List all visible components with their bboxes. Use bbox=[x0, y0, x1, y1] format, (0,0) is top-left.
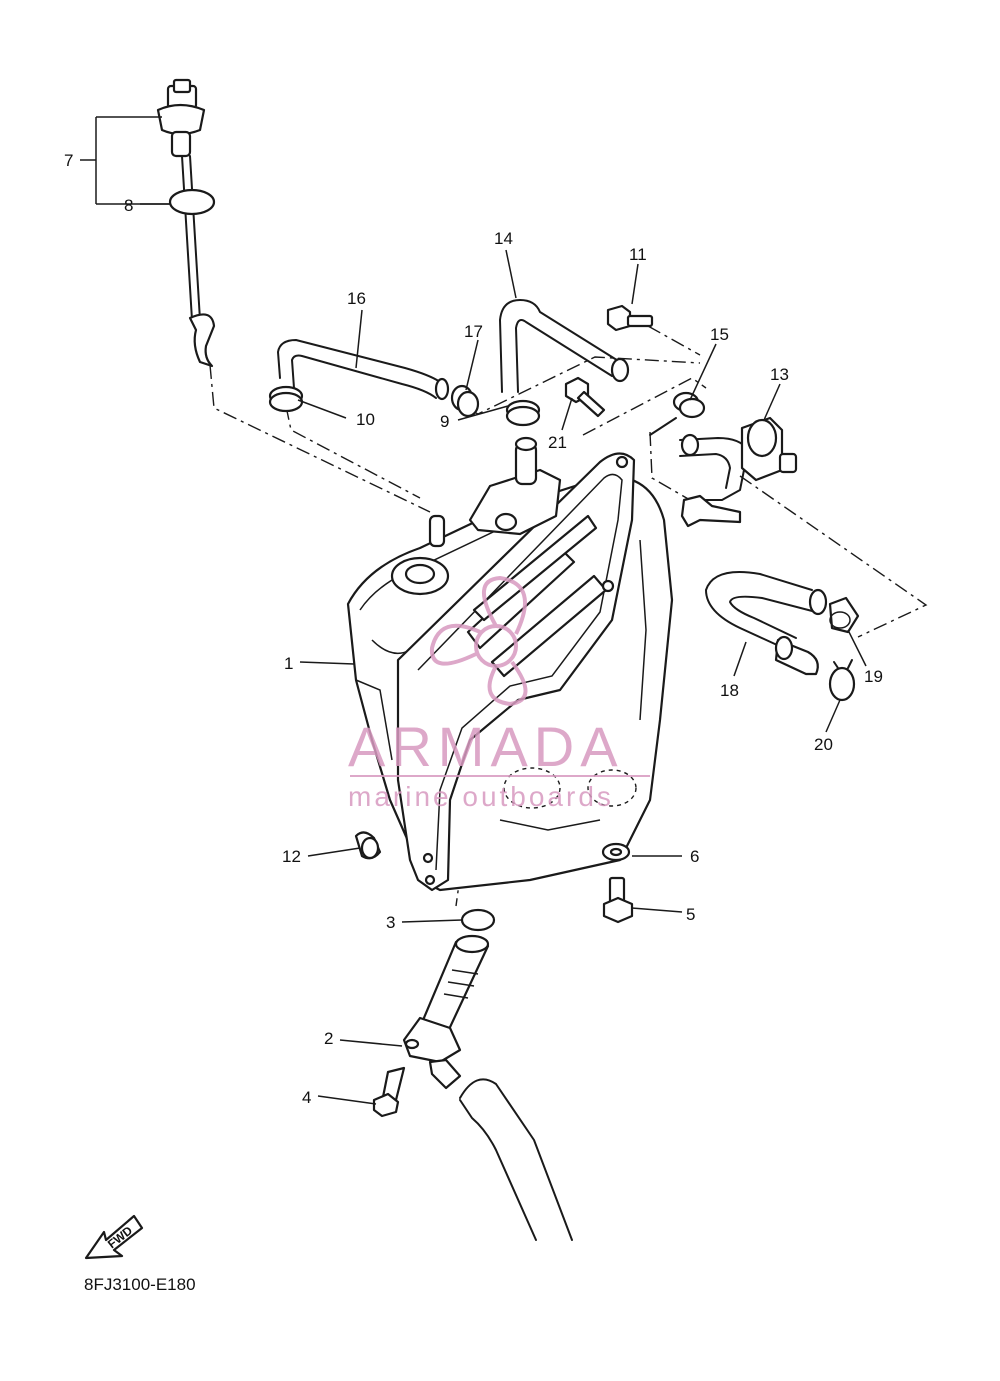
label-part-4: 4 bbox=[302, 1088, 311, 1107]
label-part-14: 14 bbox=[494, 229, 513, 248]
label-part-5: 5 bbox=[686, 905, 695, 924]
armada-watermark: ARMADA marine outboards bbox=[348, 575, 650, 812]
leader-lines bbox=[80, 116, 867, 1105]
hose-part-14 bbox=[499, 299, 630, 393]
label-part-2: 2 bbox=[324, 1029, 333, 1048]
bolt-part-11 bbox=[606, 304, 654, 332]
grommet-part-12 bbox=[354, 831, 382, 860]
valve-part-13 bbox=[649, 416, 798, 528]
bolt-part-4 bbox=[372, 1066, 406, 1118]
label-part-8: 8 bbox=[124, 196, 133, 215]
label-part-11: 11 bbox=[629, 245, 647, 264]
hose-part-18 bbox=[705, 571, 828, 676]
strainer-part-2 bbox=[402, 934, 490, 1090]
label-part-15: 15 bbox=[710, 325, 729, 344]
label-part-18: 18 bbox=[720, 681, 739, 700]
bolt-part-21 bbox=[564, 376, 606, 418]
label-part-3: 3 bbox=[386, 913, 395, 932]
watermark-tagline: marine outboards bbox=[348, 781, 614, 812]
dipstick-part-7 bbox=[156, 78, 216, 368]
tie-part-20 bbox=[828, 659, 856, 702]
propeller-logo bbox=[429, 575, 528, 707]
washer-part-6 bbox=[601, 842, 631, 862]
o-ring-part-3 bbox=[460, 908, 496, 932]
clip-part-19 bbox=[828, 596, 860, 634]
lower-hose bbox=[459, 1078, 573, 1241]
label-part-12: 12 bbox=[282, 847, 301, 866]
clip-part-15 bbox=[672, 391, 706, 419]
fwd-arrow-icon: FWD bbox=[84, 1214, 144, 1260]
diagram-code: 8FJ3100-E180 bbox=[84, 1275, 196, 1294]
label-part-17: 17 bbox=[464, 322, 483, 341]
oil-tank-part-1 bbox=[346, 436, 674, 892]
clip-part-17 bbox=[450, 384, 480, 418]
label-part-1: 1 bbox=[284, 654, 293, 673]
clip-part-10 bbox=[268, 385, 304, 413]
label-part-6: 6 bbox=[690, 847, 699, 866]
part-number-labels: 7 8 16 10 17 9 14 11 15 13 21 1 18 19 20… bbox=[64, 151, 883, 1107]
label-part-13: 13 bbox=[770, 365, 789, 384]
o-ring-part-8 bbox=[168, 188, 216, 216]
hose-part-16 bbox=[277, 339, 450, 401]
label-part-9: 9 bbox=[440, 412, 449, 431]
bolt-part-5 bbox=[602, 876, 634, 924]
label-part-7: 7 bbox=[64, 151, 73, 170]
label-part-10: 10 bbox=[356, 410, 375, 429]
clip-part-9 bbox=[505, 399, 541, 427]
label-part-21: 21 bbox=[548, 433, 567, 452]
label-part-20: 20 bbox=[814, 735, 833, 754]
label-part-19: 19 bbox=[864, 667, 883, 686]
label-part-16: 16 bbox=[347, 289, 366, 308]
watermark-brand: ARMADA bbox=[348, 715, 624, 778]
